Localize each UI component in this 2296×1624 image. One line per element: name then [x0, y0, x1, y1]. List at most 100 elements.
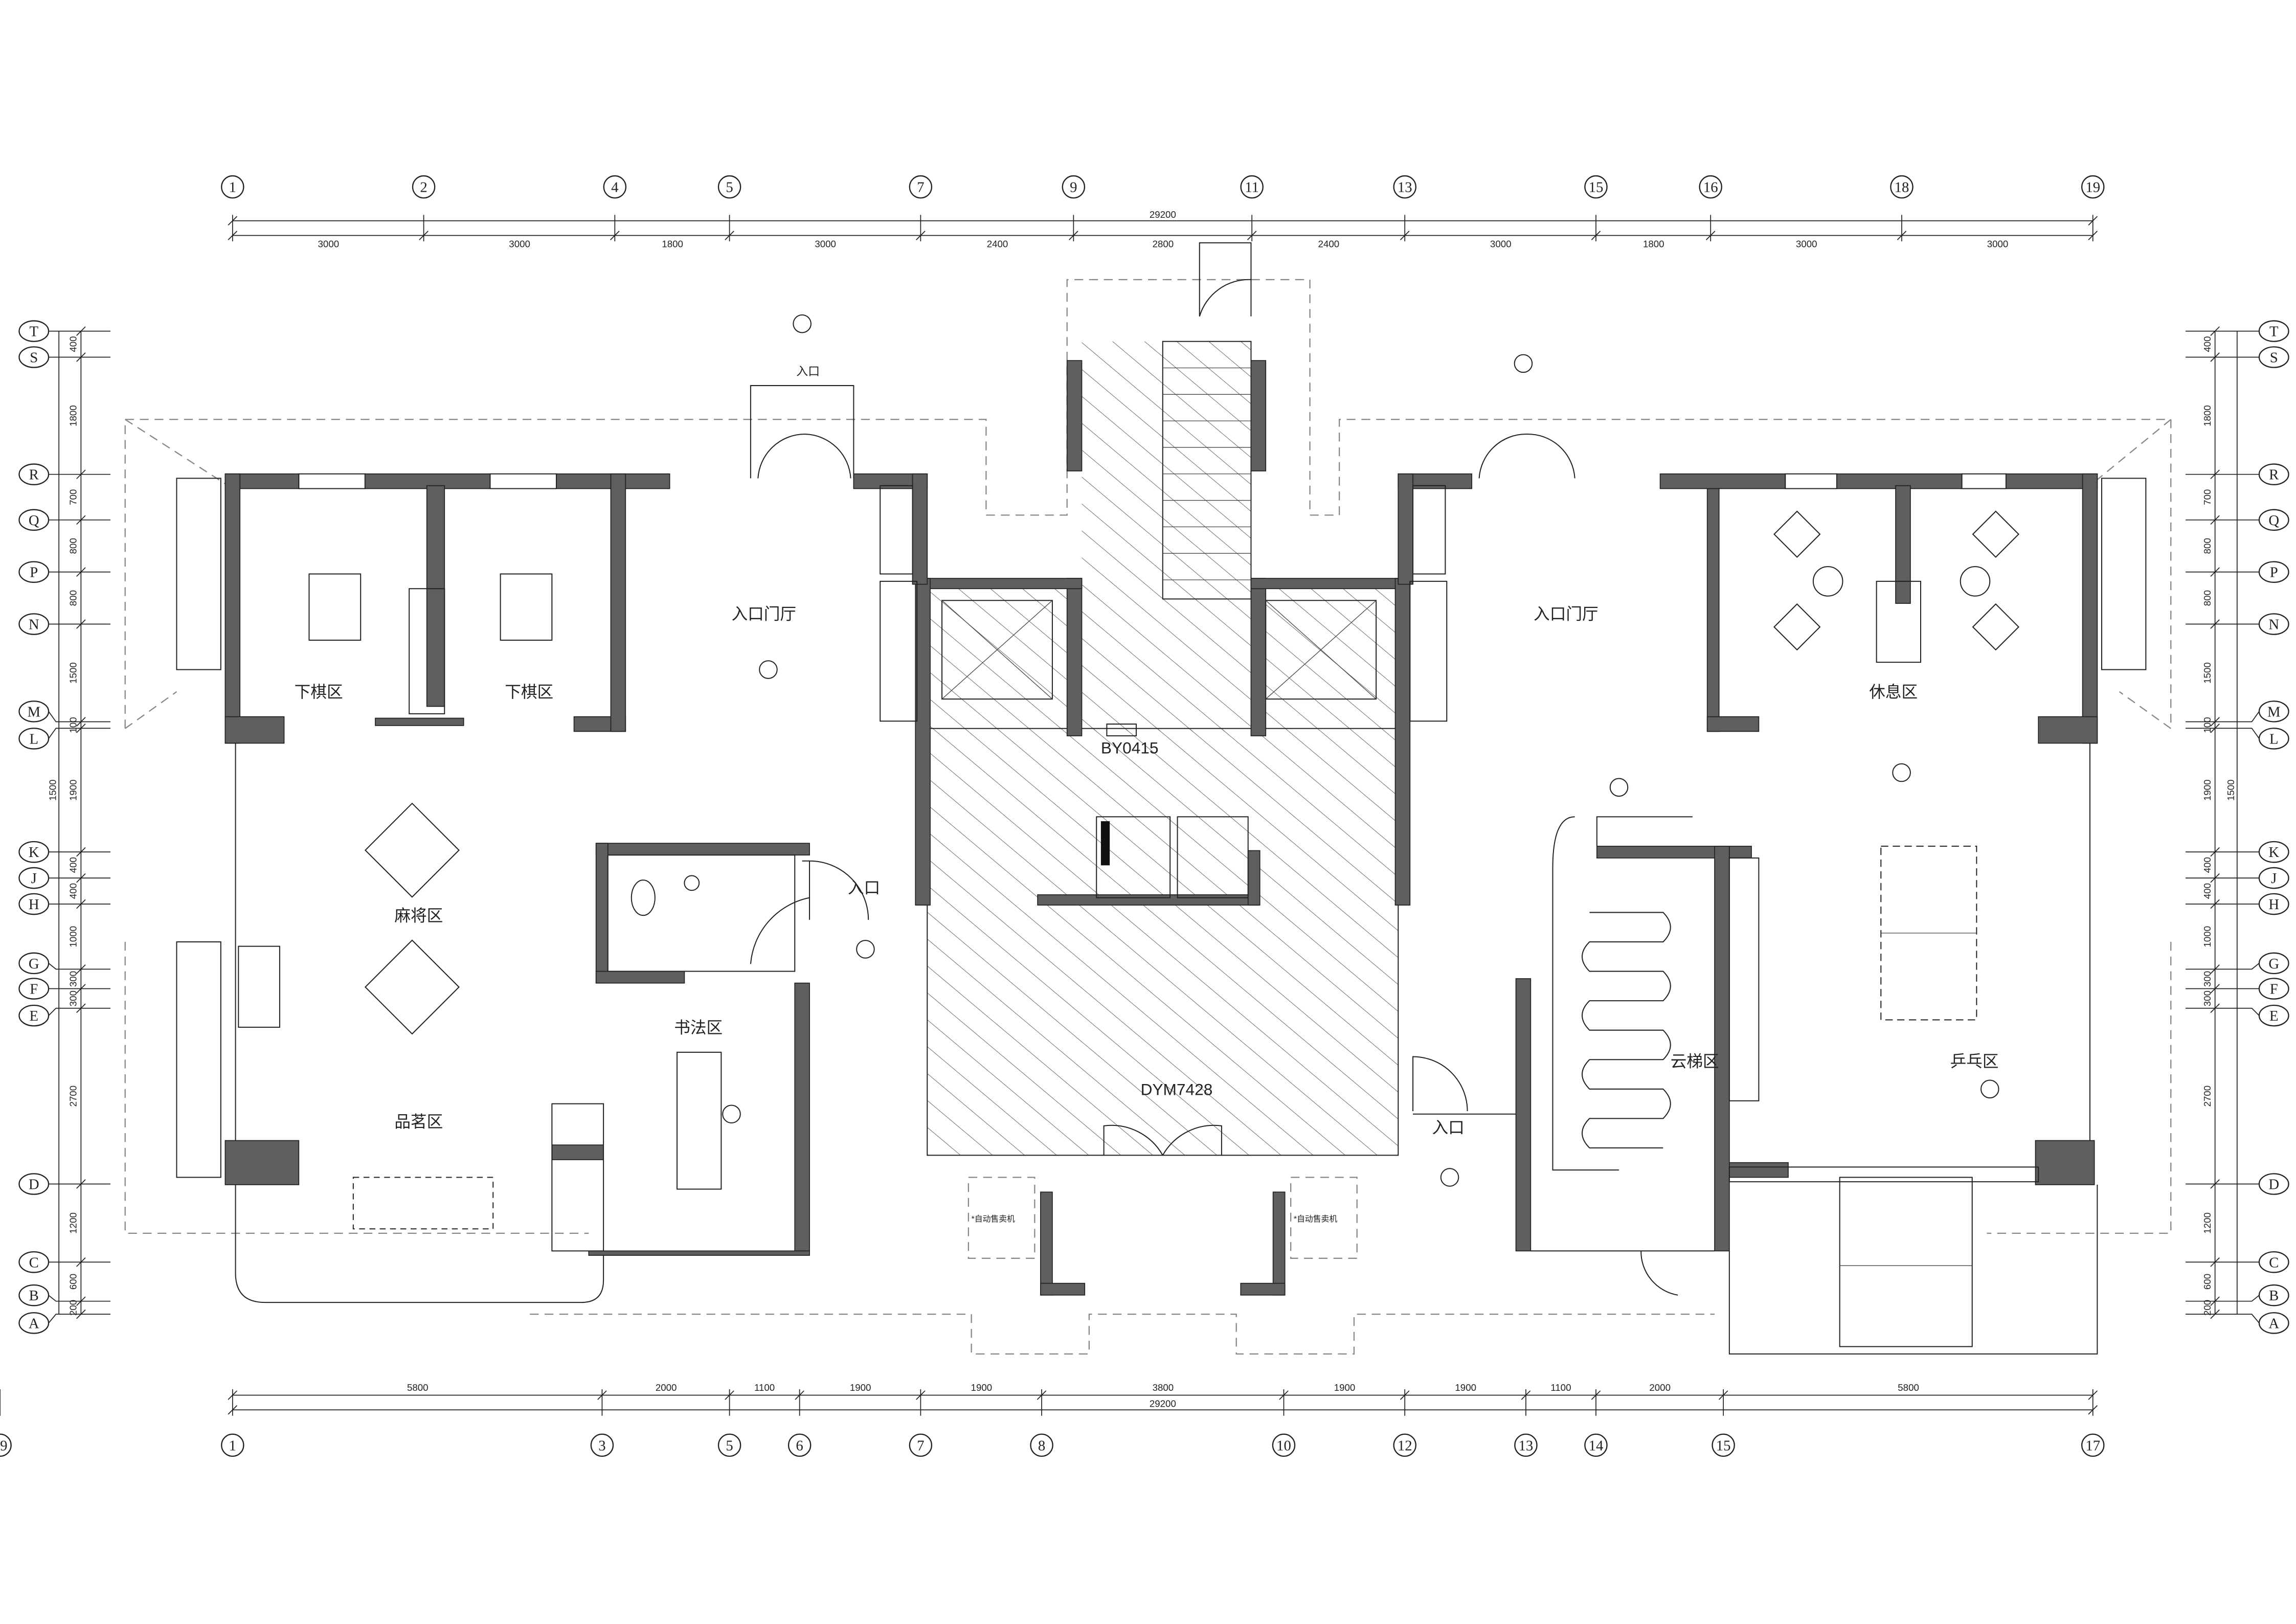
dim-label: 1500: [68, 662, 79, 684]
axis-label: 7: [917, 1437, 924, 1454]
axis-bubble: [18, 1251, 50, 1273]
left-entry-door[interactable]: [750, 385, 854, 479]
dim-label: 1900: [68, 779, 79, 801]
axis-label: G: [2268, 956, 2279, 972]
axis-label: G: [29, 956, 39, 972]
axis-label: H: [2268, 896, 2279, 913]
dim-label: 2700: [68, 1086, 79, 1107]
dim-label: 5800: [407, 1382, 429, 1393]
dim-label: 1100: [754, 1382, 775, 1393]
axis-bubble: [18, 978, 50, 1000]
dim-label: 1800: [662, 239, 683, 250]
dim-label: 1500: [2202, 662, 2213, 684]
dim-label: 400: [2202, 883, 2213, 899]
chess-table-left: [308, 573, 362, 641]
door-code: DYM7428: [1141, 1080, 1213, 1098]
axis-label: 4: [611, 179, 618, 196]
dim-label: 800: [68, 590, 79, 606]
axis-label: 19: [0, 1437, 7, 1454]
dim-outer-label: 1500: [2225, 779, 2236, 801]
roof-outline: [124, 279, 2172, 1355]
room-label-rest: 休息区: [1869, 683, 1918, 701]
axis-label: 19: [2085, 179, 2100, 196]
axis-line: [48, 963, 110, 970]
axis-bubble: [1890, 175, 1914, 199]
right-entry-door[interactable]: [1478, 434, 1575, 479]
dim-label: 1900: [850, 1382, 871, 1393]
dim-total-label: 29200: [1150, 1398, 1176, 1409]
mahjong-table-1: [364, 802, 460, 898]
dim-label: 300: [68, 990, 79, 1006]
dim-label: 2700: [2202, 1086, 2213, 1107]
axis-bubble: [2258, 613, 2289, 635]
room-label-ladder: 云梯区: [1671, 1052, 1719, 1071]
axis-label: A: [29, 1315, 39, 1332]
entrance-label-top: 入口: [796, 365, 820, 378]
person-icon: [1514, 354, 1533, 373]
axis-label: R: [2269, 467, 2279, 483]
axis-bubble: [1514, 1433, 1538, 1457]
restroom-door[interactable]: [750, 897, 810, 964]
dim-label: 1100: [1550, 1382, 1571, 1393]
axis-bubble: [18, 1173, 50, 1195]
axis-label: 8: [1038, 1437, 1045, 1454]
axis-bubble: [221, 175, 244, 199]
person-icon: [856, 940, 875, 959]
axis-bubble: [2258, 978, 2289, 1000]
axis-bubble: [18, 1284, 50, 1306]
axis-label: D: [29, 1177, 39, 1193]
axis-label: B: [2269, 1288, 2279, 1304]
axis-bubble: [2258, 1312, 2289, 1334]
axis-label: C: [29, 1254, 39, 1271]
person-icons: [722, 314, 1999, 1187]
axis-bubble: [1584, 175, 1608, 199]
axis-label: 13: [1398, 179, 1412, 196]
axis-label: F: [2270, 981, 2278, 998]
axis-label: L: [29, 731, 38, 747]
dim-label: 1000: [2202, 926, 2213, 948]
axis-label: 2: [420, 179, 427, 196]
axis-bubble: [1712, 1433, 1735, 1457]
dim-label: 800: [2202, 538, 2213, 554]
side-entry-door[interactable]: [802, 860, 869, 920]
dim-label: 2000: [1649, 1382, 1671, 1393]
axis-bubble: [412, 175, 436, 199]
dim-label: 3800: [1153, 1382, 1174, 1393]
axis-label: F: [30, 981, 38, 998]
axis-label: P: [2270, 565, 2278, 581]
room-label-pingpong: 乒乓区: [1950, 1052, 1999, 1071]
axis-bubble: [2258, 867, 2289, 889]
dim-label: 1900: [1455, 1382, 1476, 1393]
axis-line: [48, 728, 110, 739]
dim-label: 3000: [318, 239, 340, 250]
person-icon: [722, 1104, 741, 1124]
axis-label: Q: [29, 512, 39, 529]
axis-bubble: [0, 1433, 12, 1457]
rear-door[interactable]: [1199, 242, 1252, 317]
room-label-lobby-left: 入口门厅: [731, 605, 796, 623]
axis-bubble: [18, 701, 50, 723]
main-double-door[interactable]: [1103, 1124, 1222, 1156]
entrance-label-mid: 入口: [848, 878, 880, 897]
person-icon: [1892, 763, 1911, 782]
axis-label: L: [2269, 731, 2279, 747]
axis-bubble: [2258, 893, 2289, 915]
axis-label: J: [2271, 870, 2277, 887]
axis-label: 3: [598, 1437, 605, 1454]
dim-label: 1900: [971, 1382, 993, 1393]
exterior-stair: [1839, 1177, 1973, 1347]
room-labels: 下棋区 下棋区 麻将区 品茗区 书法区 入口门厅 入口门厅 休息区 云梯区 乒乓…: [295, 365, 1999, 1137]
left-wing: [176, 385, 928, 1303]
dim-label: 400: [2202, 857, 2213, 873]
axis-bubble: [2258, 561, 2289, 583]
right-side-door[interactable]: [1412, 1056, 1516, 1115]
dim-label: 800: [2202, 590, 2213, 606]
tea-table: [352, 1177, 494, 1230]
cloud-ladder: [1582, 912, 1671, 1148]
axis-label: M: [27, 704, 40, 720]
axis-label: S: [30, 350, 38, 366]
axis-label: 18: [1895, 179, 1909, 196]
axis-bubble: [18, 952, 50, 975]
axis-label: Q: [2268, 512, 2279, 529]
